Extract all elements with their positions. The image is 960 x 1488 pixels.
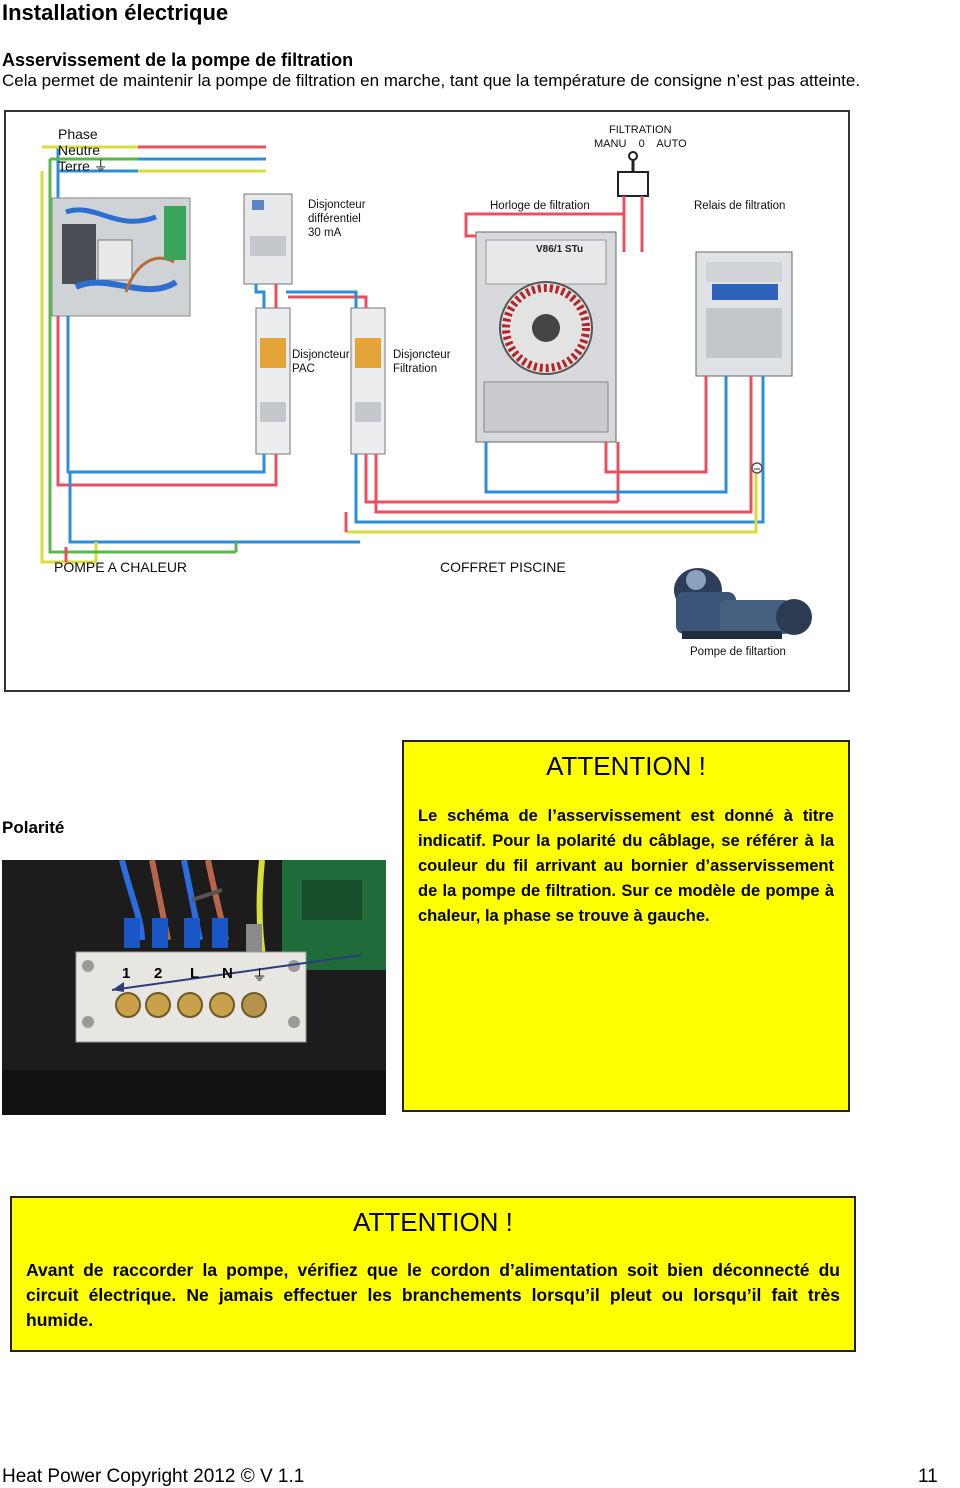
breaker-pac bbox=[255, 307, 291, 455]
wiring-diagram: V86/1 STu bbox=[4, 110, 850, 692]
attention-text: Le schéma de l’asservissement est donné … bbox=[418, 807, 834, 925]
switch-title: FILTRATION bbox=[609, 124, 672, 136]
polarity-label: Polarité bbox=[2, 818, 65, 837]
legend-neutre: Neutre bbox=[58, 142, 101, 158]
pump-label: Pompe de filtartion bbox=[690, 646, 786, 658]
heat-pump-label: POMPE A CHALEUR bbox=[54, 559, 188, 575]
document-title: Installation électrique bbox=[2, 0, 229, 25]
breaker-pac-label: Disjoncteur PAC bbox=[292, 348, 350, 376]
earth-terminal-icon: ⏚ bbox=[252, 967, 268, 984]
terminal-mark-1: 1 bbox=[122, 965, 131, 982]
filtration-relay bbox=[695, 251, 793, 377]
terminal-block-graphic bbox=[2, 860, 386, 1115]
breaker-filtration-label: Disjoncteur Filtration bbox=[393, 348, 451, 376]
diff-breaker-label: Disjoncteur différentiel 30 mA bbox=[308, 198, 366, 240]
timer-model-text: V86/1 STu bbox=[536, 244, 583, 255]
attention-title: ATTENTION ! bbox=[546, 751, 706, 781]
heat-pump-panel-photo bbox=[51, 197, 191, 317]
section-description: Cela permet de maintenir la pompe de fil… bbox=[2, 71, 861, 90]
relay-label: Relais de filtration bbox=[694, 200, 786, 212]
footer-copyright: Heat Power Copyright 2012 © V 1.1 bbox=[2, 1466, 305, 1487]
earth-icon: ⏚ bbox=[93, 158, 108, 174]
switch-positions: MANU 0 AUTO bbox=[594, 138, 687, 150]
terminal-mark-2: 2 bbox=[154, 965, 163, 982]
terminal-mark-l: L bbox=[190, 965, 200, 982]
breaker-filtration-line1: Disjoncteur bbox=[393, 349, 451, 361]
phase-wires bbox=[56, 196, 753, 514]
terminal-block-photo: 1 2 L N ⏚ bbox=[2, 860, 386, 1115]
timer-label: Horloge de filtration bbox=[490, 200, 590, 212]
breaker-pac-line2: PAC bbox=[292, 363, 315, 375]
legend-terre-text: Terre bbox=[58, 158, 90, 174]
pool-box-label: COFFRET PISCINE bbox=[440, 559, 566, 575]
wiring-diagram-graphic: V86/1 STu bbox=[40, 145, 812, 639]
attention-box-safety: ATTENTION ! Avant de raccorder la pompe,… bbox=[10, 1196, 856, 1352]
diff-breaker-line2: différentiel bbox=[308, 213, 361, 225]
attention-text: Avant de raccorder la pompe, vérifiez qu… bbox=[26, 1260, 840, 1330]
page-number: 11 bbox=[918, 1466, 938, 1487]
breaker-filtration bbox=[350, 307, 386, 455]
legend-phase: Phase bbox=[58, 126, 98, 142]
filtration-timer: V86/1 STu bbox=[475, 231, 617, 443]
attention-box-polarity: ATTENTION ! Le schéma de l’asservissemen… bbox=[402, 740, 850, 1112]
neutral-wires bbox=[66, 284, 765, 544]
filtration-switch bbox=[617, 151, 649, 197]
terminal-mark-n: N bbox=[222, 965, 233, 982]
breaker-pac-line1: Disjoncteur bbox=[292, 349, 350, 361]
diff-breaker-line1: Disjoncteur bbox=[308, 199, 366, 211]
terminal-screws bbox=[115, 992, 267, 1018]
breaker-filtration-line2: Filtration bbox=[393, 363, 438, 375]
section-heading: Asservissement de la pompe de filtration bbox=[2, 50, 354, 70]
filtration-pump-graphic bbox=[674, 568, 812, 639]
legend-terre: Terre ⏚ bbox=[58, 158, 108, 174]
attention-title: ATTENTION ! bbox=[353, 1207, 513, 1237]
differential-breaker bbox=[243, 193, 293, 285]
diff-breaker-line3: 30 mA bbox=[308, 227, 342, 239]
wire-ferrules bbox=[124, 918, 262, 954]
